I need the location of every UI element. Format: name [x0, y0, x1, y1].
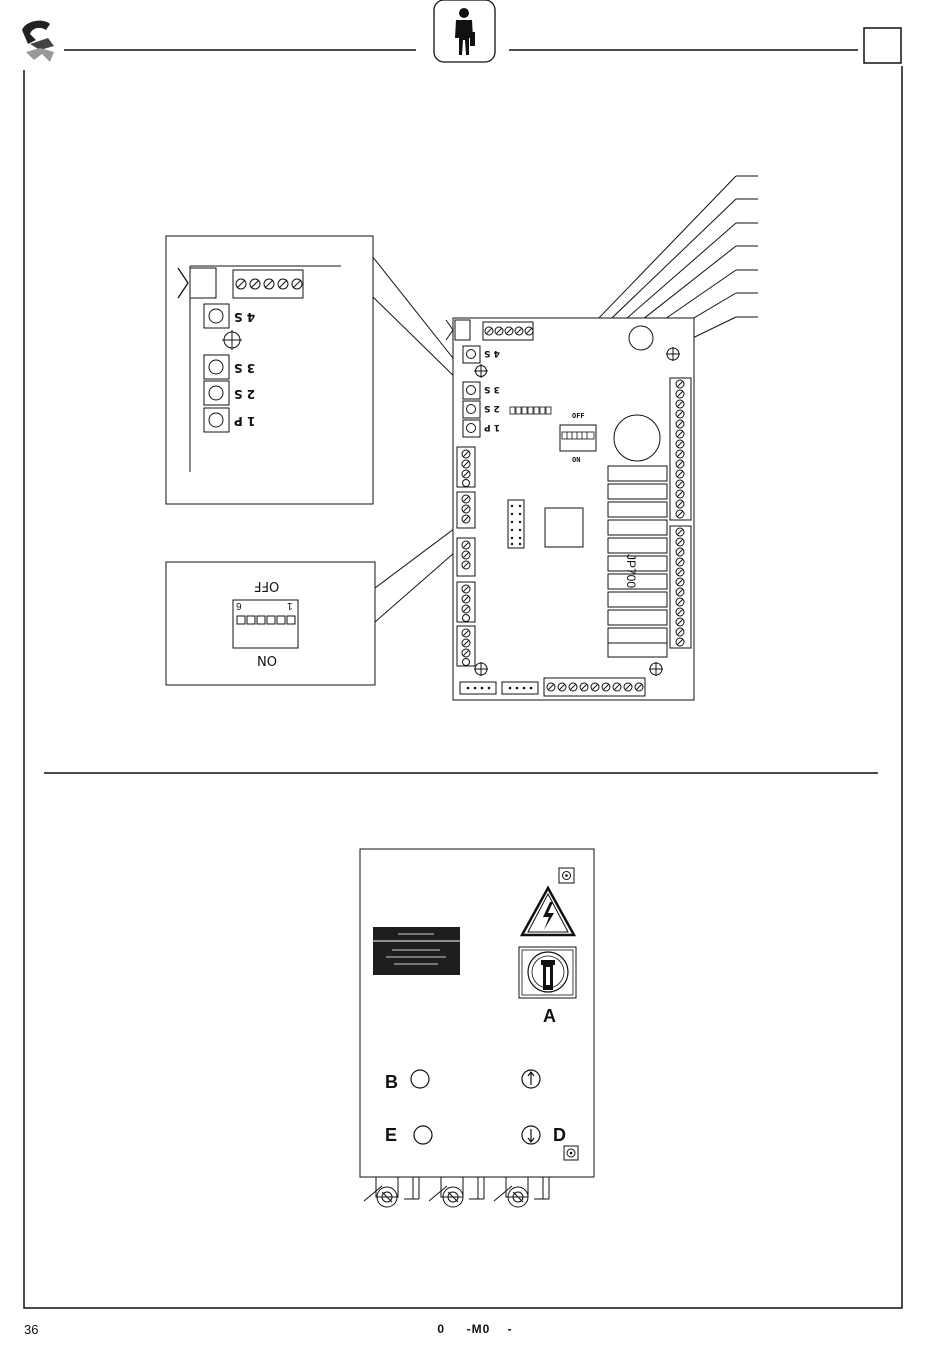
control-panel [360, 849, 594, 1207]
main-switch-icon [519, 947, 576, 998]
section-marker-box [864, 28, 901, 63]
zoom-dip-off-label: OFF [254, 578, 279, 593]
zoom-s3-label: 3 S [234, 361, 255, 375]
lamp-b [411, 1070, 429, 1088]
label-e: E [385, 1125, 397, 1146]
zoom-terminal-panel [166, 236, 373, 504]
label-b: B [385, 1072, 398, 1093]
person-with-tools-icon [434, 0, 495, 62]
down-arrow-button-icon [522, 1126, 540, 1144]
pcb-left-terminals [457, 447, 475, 666]
pcb-s1-label: 1 P [484, 422, 500, 432]
pcb-dip-off-label: OFF [572, 412, 585, 420]
zoom-s1-label: 1 P [234, 414, 255, 428]
pcb-board [446, 318, 694, 700]
zoom-dip-num-6: 6 [236, 600, 242, 611]
zoom-s2-label: 2 S [234, 387, 255, 401]
zoom-dip-num-1: 1 [287, 600, 293, 611]
pcb-s2-label: 2 S [484, 403, 500, 413]
pcb-s3-label: 3 S [484, 384, 500, 394]
manufacturer-logo-icon [22, 21, 54, 62]
pcb-s4-label: 4 S [484, 348, 500, 358]
label-a: A [543, 1006, 556, 1027]
document-code: 0 -M0 - [0, 1322, 950, 1336]
zoom-dip-on-label: ON [257, 652, 277, 667]
pcb-dip-on-label: ON [572, 456, 580, 464]
label-plate [373, 927, 460, 975]
zoom-s4-label: 4 S [234, 310, 255, 324]
up-arrow-button-icon [522, 1070, 540, 1088]
pcb-right-terminals [670, 378, 691, 648]
lamp-e [414, 1126, 432, 1144]
label-d: D [553, 1125, 566, 1146]
pcb-board-label: JP700 [624, 554, 638, 588]
cable-glands [364, 1177, 549, 1207]
